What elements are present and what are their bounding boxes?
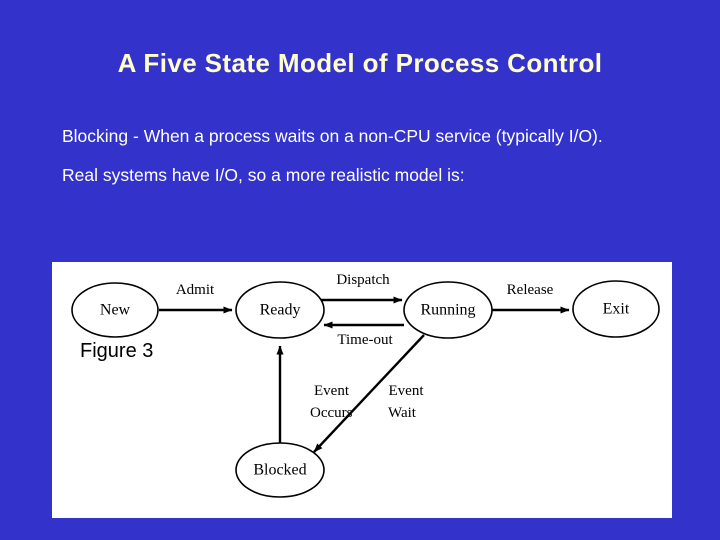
edge-label-event-wait-line1: Event	[389, 383, 425, 399]
edge-label-event-wait-line2: Wait	[388, 405, 417, 421]
state-ellipse-blocked	[235, 442, 325, 498]
state-label-blocked: Blocked	[253, 462, 306, 479]
state-node-new: New	[71, 282, 159, 338]
figure-panel: Admit Dispatch Time-out Release Event Wa…	[52, 262, 672, 518]
state-node-ready: Ready	[235, 281, 325, 339]
state-node-exit: Exit	[572, 280, 660, 338]
edge-label-event-occurs-line1: Event	[314, 383, 350, 399]
slide-body-text: Blocking - When a process waits on a non…	[62, 125, 662, 203]
state-diagram: Admit Dispatch Time-out Release Event Wa…	[71, 272, 660, 498]
page-title: A Five State Model of Process Control	[117, 48, 603, 78]
state-label-running: Running	[420, 302, 475, 319]
state-ellipse-new	[71, 282, 159, 338]
state-node-blocked: Blocked	[235, 442, 325, 498]
body-paragraph-real-systems: Real systems have I/O, so a more realist…	[62, 165, 465, 185]
edge-label-timeout: Time-out	[337, 332, 393, 348]
edge-label-dispatch: Dispatch	[336, 272, 390, 288]
state-node-running: Running	[403, 281, 493, 339]
edge-label-event-occurs-line2: Occurs	[310, 405, 353, 421]
edge-label-admit: Admit	[176, 282, 215, 298]
edge-label-release: Release	[507, 282, 554, 298]
state-label-new: New	[100, 302, 131, 319]
state-ellipse-running	[403, 281, 493, 339]
edge-event-wait-arrow	[313, 334, 425, 453]
state-label-exit: Exit	[603, 301, 630, 318]
figure-caption: Figure 3	[80, 340, 154, 362]
state-ellipse-exit	[572, 280, 660, 338]
state-label-ready: Ready	[260, 302, 301, 319]
body-paragraph-blocking: Blocking - When a process waits on a non…	[62, 126, 603, 146]
state-ellipse-ready	[235, 281, 325, 339]
